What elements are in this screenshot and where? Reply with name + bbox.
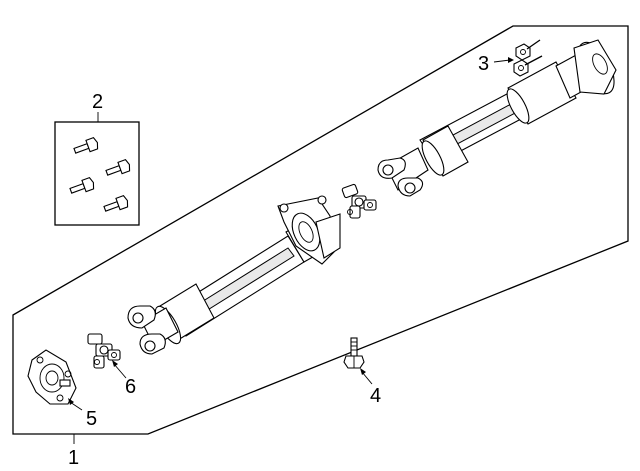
leader-6 [113,363,127,379]
flange-bolt-icon [69,136,131,212]
bolt-inset-box [54,121,140,226]
assembly-outline-frame [12,25,629,435]
leader-6-arrow [112,360,118,367]
leader-4 [361,371,373,385]
leader-3 [493,59,511,63]
leader-3-arrow [508,57,514,63]
callout-1: 1 [68,447,79,469]
universal-joint-6-icon [87,333,121,369]
callout-2: 2 [92,91,103,113]
flange-bolt-4-icon [343,337,365,369]
callout-4: 4 [370,385,381,407]
leader-4-arrow [360,368,366,375]
center-support-bearing-icon [277,195,341,265]
front-shaft-yoke [127,305,179,355]
companion-flange-icon [27,349,77,405]
callout-3: 3 [478,53,489,75]
rear-shaft-tube [419,39,617,177]
hex-nut-icon [513,39,543,77]
leader-5-arrow [68,398,74,405]
callout-5: 5 [86,408,97,430]
universal-joint-icon [341,183,377,219]
rear-shaft-front-yoke [377,147,429,197]
callout-6: 6 [125,376,136,398]
drive-shaft-assembly-icon [127,39,617,355]
